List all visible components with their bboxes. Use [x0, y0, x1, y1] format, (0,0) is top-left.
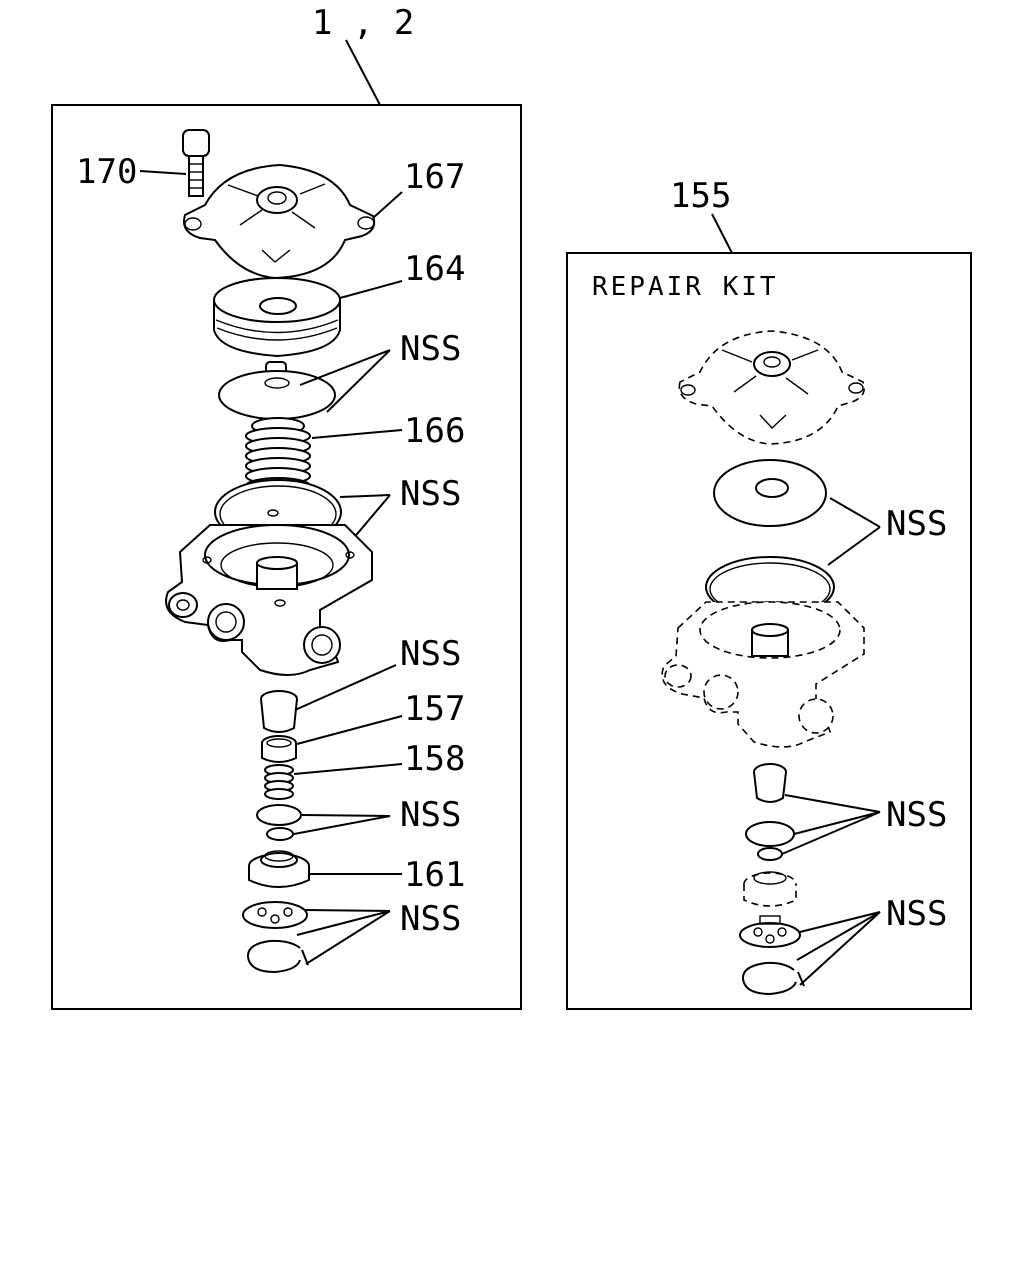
seat-part	[248, 850, 310, 888]
piston-part	[261, 735, 297, 763]
leader-157	[296, 715, 403, 745]
leader-nss-4	[293, 814, 391, 835]
callout-161: 161	[404, 855, 465, 895]
assembly-frame	[51, 104, 522, 1010]
leader-170	[139, 170, 187, 175]
callout-nss-5: NSS	[400, 899, 461, 939]
leader-nss-2	[339, 494, 391, 541]
callout-158: 158	[404, 739, 465, 779]
nss-orings-part	[256, 804, 302, 841]
callout-170: 170	[76, 152, 137, 192]
repair-kit-label: 155	[670, 176, 731, 216]
callout-nss-2: NSS	[400, 474, 461, 514]
callout-157: 157	[404, 689, 465, 729]
bolt-part	[182, 129, 210, 197]
assembly-panel: 1 , 2 170 167	[51, 3, 522, 1010]
callout-166: 166	[404, 411, 465, 451]
repair-kit-panel: 155 REPAIR KIT NSS	[566, 176, 972, 1010]
repair-kit-leader	[711, 213, 733, 254]
repair-kit-title: REPAIR KIT	[592, 272, 779, 302]
callout-nss-3: NSS	[400, 634, 461, 674]
nss-retainers-part	[242, 901, 309, 974]
kit-leader-nss-2	[781, 794, 881, 855]
nss-disc-part	[218, 361, 336, 420]
leader-166	[311, 429, 403, 439]
kit-body-outline	[661, 601, 865, 748]
leader-164	[339, 280, 403, 299]
callout-164: 164	[404, 249, 465, 289]
assembly-label: 1 , 2	[312, 3, 414, 43]
diaphragm-plate-part	[213, 277, 341, 358]
leader-nss-5	[296, 909, 391, 965]
repair-kit-frame	[566, 252, 972, 1010]
leader-nss-3	[294, 664, 397, 711]
callout-167: 167	[404, 157, 465, 197]
kit-nss-gaskets	[705, 459, 835, 618]
cover-part	[183, 163, 376, 280]
kit-nss-retainers	[739, 915, 805, 996]
kit-callout-nss-3: NSS	[886, 894, 947, 934]
kit-callout-nss-1: NSS	[886, 504, 947, 544]
assembly-leader	[345, 39, 381, 106]
kit-leader-nss-1	[827, 497, 881, 566]
kit-leader-nss-3	[796, 911, 881, 986]
callout-nss-1: NSS	[400, 329, 461, 369]
kit-callout-nss-2: NSS	[886, 795, 947, 835]
leader-167	[372, 191, 403, 219]
callout-nss-4: NSS	[400, 795, 461, 835]
leader-158	[293, 763, 403, 775]
kit-seat-outline	[743, 871, 797, 907]
small-spring-part	[264, 764, 294, 800]
valve-body-part	[165, 509, 373, 676]
nss-valve-part	[260, 690, 298, 733]
leader-nss-1	[299, 349, 391, 413]
kit-nss-valve	[745, 763, 795, 861]
kit-cover-outline	[678, 330, 865, 445]
